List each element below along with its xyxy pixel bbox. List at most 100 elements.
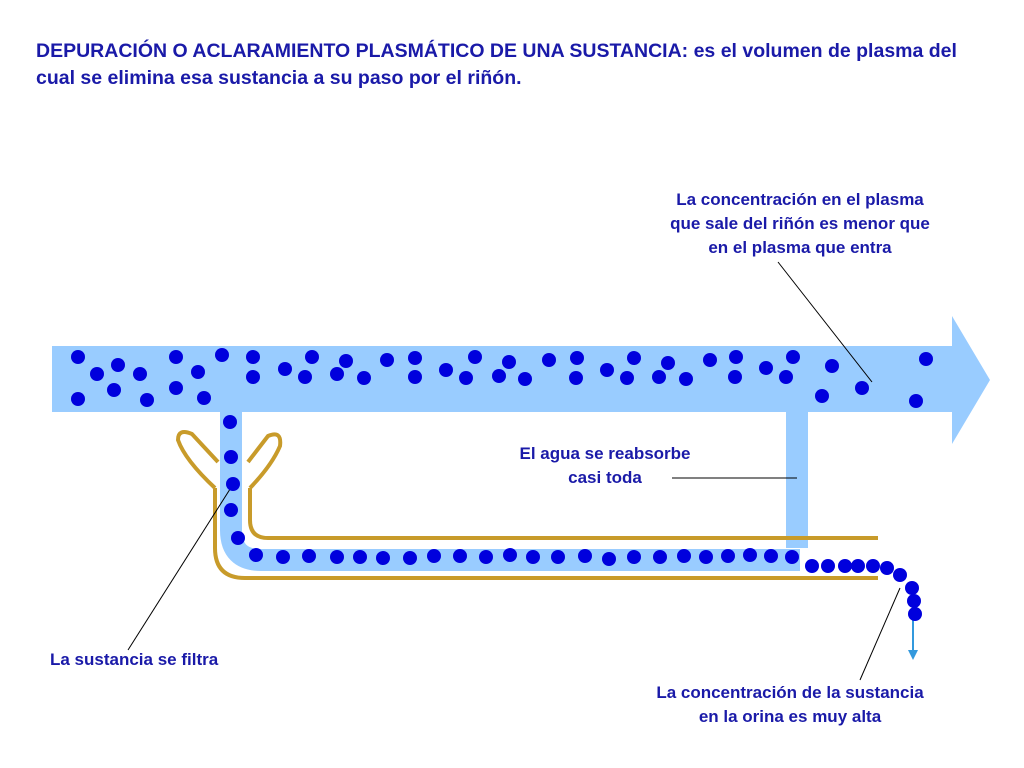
substance-particle — [627, 550, 641, 564]
tubule-wall-outer — [213, 488, 878, 580]
substance-particle — [226, 477, 240, 491]
substance-particle — [569, 371, 583, 385]
substance-particle — [866, 559, 880, 573]
substance-particle — [600, 363, 614, 377]
substance-particle — [602, 552, 616, 566]
substance-particle — [743, 548, 757, 562]
substance-particle — [339, 354, 353, 368]
reabsorption-channel — [786, 384, 809, 548]
substance-particle — [330, 367, 344, 381]
substance-particle — [908, 607, 922, 621]
urine-concentration-line-1: La concentración de la sustancia — [656, 683, 924, 702]
substance-particle — [133, 367, 147, 381]
substance-particle — [439, 363, 453, 377]
substance-particle — [71, 350, 85, 364]
urine-concentration-label: La concentración de la sustancia en la o… — [610, 681, 970, 729]
substance-particle — [779, 370, 793, 384]
substance-particle — [427, 549, 441, 563]
substance-particle — [578, 549, 592, 563]
plasma-concentration-line-1: La concentración en el plasma — [676, 190, 924, 209]
substance-particle — [305, 350, 319, 364]
filtration-channel — [220, 406, 800, 571]
plasma-concentration-line-2: que sale del riñón es menor que — [670, 214, 930, 233]
urine-concentration-line-2: en la orina es muy alta — [698, 707, 882, 726]
substance-particle — [729, 350, 743, 364]
water-reabsorbed-line-2: casi toda — [568, 468, 642, 487]
substance-filtered-label: La sustancia se filtra — [50, 650, 219, 669]
substance-particle — [893, 568, 907, 582]
substance-particle — [215, 348, 229, 362]
substance-particle — [919, 352, 933, 366]
substance-particle — [905, 581, 919, 595]
leader-line-urine — [859, 587, 901, 681]
substance-particle — [223, 415, 237, 429]
substance-particle — [298, 370, 312, 384]
substance-particle — [246, 370, 260, 384]
substance-particle — [231, 531, 245, 545]
substance-particle — [330, 550, 344, 564]
substance-particle — [855, 381, 869, 395]
substance-particle — [851, 559, 865, 573]
substance-particle — [502, 355, 516, 369]
substance-particle — [169, 350, 183, 364]
substance-particle — [653, 550, 667, 564]
substance-particle — [492, 369, 506, 383]
substance-particle — [224, 503, 238, 517]
substance-particle — [408, 351, 422, 365]
substance-particle — [453, 549, 467, 563]
substance-particle — [376, 551, 390, 565]
substance-particle — [468, 350, 482, 364]
substance-particle — [652, 370, 666, 384]
substance-particle — [408, 370, 422, 384]
substance-particle — [353, 550, 367, 564]
water-reabsorbed-label: El agua se reabsorbe casi toda — [490, 442, 720, 490]
plasma-concentration-label: La concentración en el plasma que sale d… — [630, 188, 970, 260]
substance-particle — [357, 371, 371, 385]
substance-particle — [518, 372, 532, 386]
substance-particle — [90, 367, 104, 381]
substance-particle — [759, 361, 773, 375]
substance-particle — [503, 548, 517, 562]
tubule-wall-inner — [248, 488, 878, 540]
substance-particle — [764, 549, 778, 563]
substance-particle — [140, 393, 154, 407]
substance-particle — [551, 550, 565, 564]
urine-flow-arrowhead — [908, 650, 918, 660]
substance-particle — [570, 351, 584, 365]
bowman-capsule-right — [246, 432, 283, 490]
substance-particle — [197, 391, 211, 405]
substance-particle — [278, 362, 292, 376]
substance-particle — [880, 561, 894, 575]
substance-particle — [821, 559, 835, 573]
substance-particle — [677, 549, 691, 563]
leader-line-filter — [127, 485, 233, 651]
substance-particle — [838, 559, 852, 573]
substance-particle — [403, 551, 417, 565]
substance-particle — [249, 548, 263, 562]
substance-particle — [786, 350, 800, 364]
substance-particle — [246, 350, 260, 364]
substance-particle — [627, 351, 641, 365]
substance-particle — [699, 550, 713, 564]
substance-particle — [661, 356, 675, 370]
water-reabsorbed-line-1: El agua se reabsorbe — [519, 444, 691, 463]
substance-particle — [276, 550, 290, 564]
substance-particle — [191, 365, 205, 379]
substance-particle — [805, 559, 819, 573]
substance-particle — [380, 353, 394, 367]
substance-particle — [620, 371, 634, 385]
substance-particle — [703, 353, 717, 367]
bowman-capsule-outer — [175, 430, 220, 490]
substance-particle — [909, 394, 923, 408]
substance-particle — [815, 389, 829, 403]
substance-particle — [169, 381, 183, 395]
leader-line-plasma — [777, 261, 873, 383]
substance-particle — [785, 550, 799, 564]
substance-particle — [479, 550, 493, 564]
substance-particle — [107, 383, 121, 397]
substance-particles — [71, 348, 933, 621]
plasma-concentration-line-3: en el plasma que entra — [708, 238, 892, 257]
substance-particle — [825, 359, 839, 373]
substance-particle — [111, 358, 125, 372]
